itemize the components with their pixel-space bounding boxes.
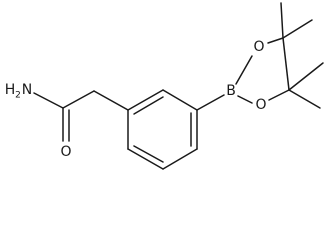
- boron-label: B: [226, 83, 236, 99]
- amide-n-label: N: [22, 82, 32, 98]
- bond-n-carbonyl: [33, 92, 64, 109]
- bond-ring-6: [127, 89, 164, 111]
- bond-methyl-2: [282, 19, 313, 39]
- bond-o-bottom-c: [268, 89, 290, 101]
- atom-labels: H 2 N O B O O: [5, 39, 267, 160]
- amide-h-label: H: [5, 82, 16, 98]
- carbonyl-oxygen-label: O: [60, 144, 71, 160]
- bond-lines: [33, 2, 324, 170]
- bond-ring-5: [162, 89, 198, 111]
- bond-ring-inner-2: [133, 145, 164, 163]
- bond-ring-2: [127, 148, 164, 170]
- bond-ring-boron: [196, 94, 225, 111]
- chemical-structure-diagram: H 2 N O B O O: [5, 2, 324, 170]
- bond-boron-o-bottom: [237, 95, 253, 104]
- bond-methyl-1: [280, 2, 284, 39]
- bond-ring-inner-1: [133, 96, 164, 115]
- bond-methyl-4: [288, 89, 321, 109]
- amide-h-subscript: 2: [15, 91, 21, 101]
- ring-oxygen-top-label: O: [253, 39, 264, 55]
- ring-oxygen-bottom-label: O: [255, 97, 266, 113]
- bond-c-c: [282, 37, 290, 91]
- bond-ch2-ring: [93, 90, 129, 111]
- bond-methyl-3: [288, 62, 324, 91]
- bond-o-top-c: [267, 37, 284, 44]
- bond-boron-o-top: [235, 55, 253, 85]
- bond-ring-3: [162, 148, 198, 170]
- bond-carbonyl-ch2: [62, 90, 95, 109]
